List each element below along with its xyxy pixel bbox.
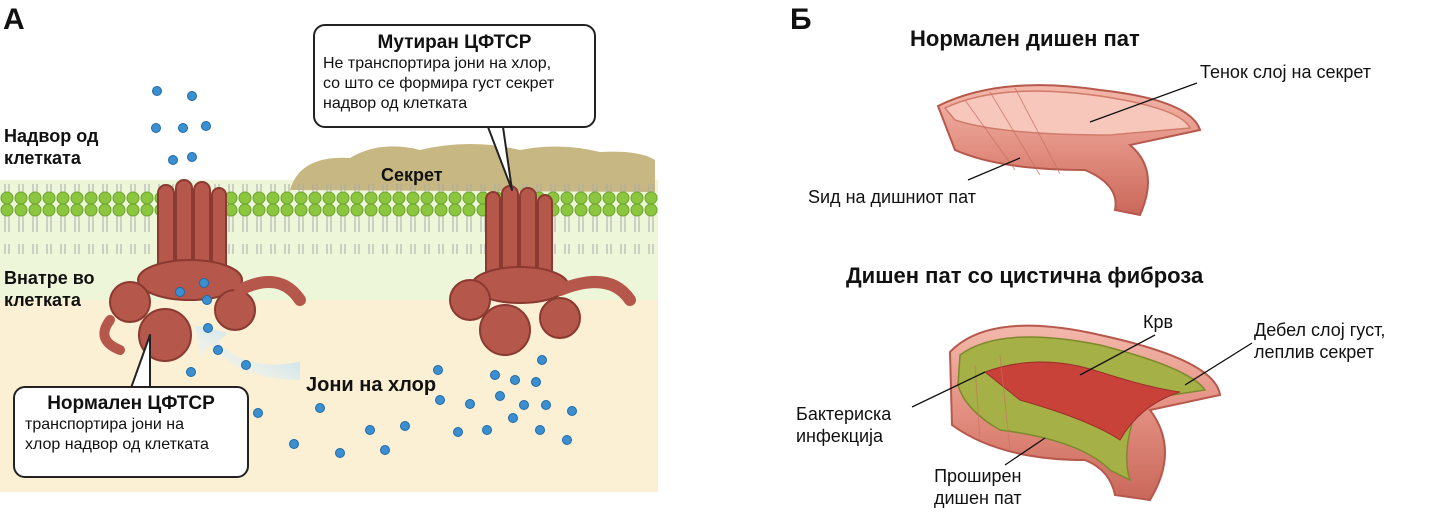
normal-cftr-protein [99,179,306,362]
bacterial-infection-line2: инфекција [796,425,884,446]
mutant-cftr-callout: Мутиран ЦФТСР Не транспортира јони на хл… [313,24,596,128]
panel-b-letter: Б [790,3,812,36]
outside-cell-label-line2: клетката [4,147,81,168]
widened-airway-label: Проширен дишен пат [934,466,1022,509]
mutant-cftr-protein [449,185,636,356]
outside-cell-label-line1: Надвор од [4,126,99,146]
widened-airway-line1: Проширен [934,466,1022,486]
inside-cell-label: Внатре во клетката [4,268,95,311]
inside-cell-label-line2: клетката [4,289,81,310]
inside-cell-label-line1: Внатре во [4,268,95,288]
secretion-label: Секрет [381,165,443,185]
widened-airway-line2: дишен пат [934,487,1022,508]
chloride-ions-label: Јони на хлор [306,374,437,396]
mutant-cftr-line3: надвор од клетката [323,95,468,112]
airway-wall-label: Ѕид на дишниот пат [808,187,976,207]
normal-cftr-callout: Нормален ЦФТСР транспортира јони на хлор… [13,386,249,478]
chloride-ions [151,86,577,458]
bacterial-infection-label: Бактериска инфекција [796,404,891,447]
thick-mucus-line1: Дебел слој густ, [1254,320,1386,340]
ion-flow-arrow [195,325,300,380]
normal-cftr-line2: хлор надвор од клетката [25,436,209,453]
secretion-mound [290,144,655,192]
cell-membrane [0,184,658,254]
mutant-cftr-title: Мутиран ЦФТСР [377,32,532,53]
mutant-cftr-line2: со што се формира густ секрет [323,75,555,92]
thin-mucus-label: Тенок слој на секрет [1200,62,1372,82]
leader-lines [911,82,1253,466]
blood-label: Крв [1143,312,1174,332]
mutant-cftr-line1: Не транспортира јони на хлор, [323,55,552,72]
outside-cell-label: Надвор од клетката [4,126,98,169]
cf-airway-title: Дишен пат со цистична фиброза [846,263,1204,288]
panel-a-letter: А [3,3,25,36]
normal-cftr-line1: транспортира јони на [25,416,184,433]
normal-airway [936,84,1202,217]
normal-cftr-title: Нормален ЦФТСР [47,393,215,414]
thick-mucus-label: Дебел слој густ, леплив секрет [1254,320,1385,363]
cf-airway [948,324,1222,502]
normal-airway-title: Нормален дишен пат [910,26,1140,51]
thick-mucus-line2: леплив секрет [1254,341,1374,362]
bacterial-infection-line1: Бактериска [796,404,892,424]
